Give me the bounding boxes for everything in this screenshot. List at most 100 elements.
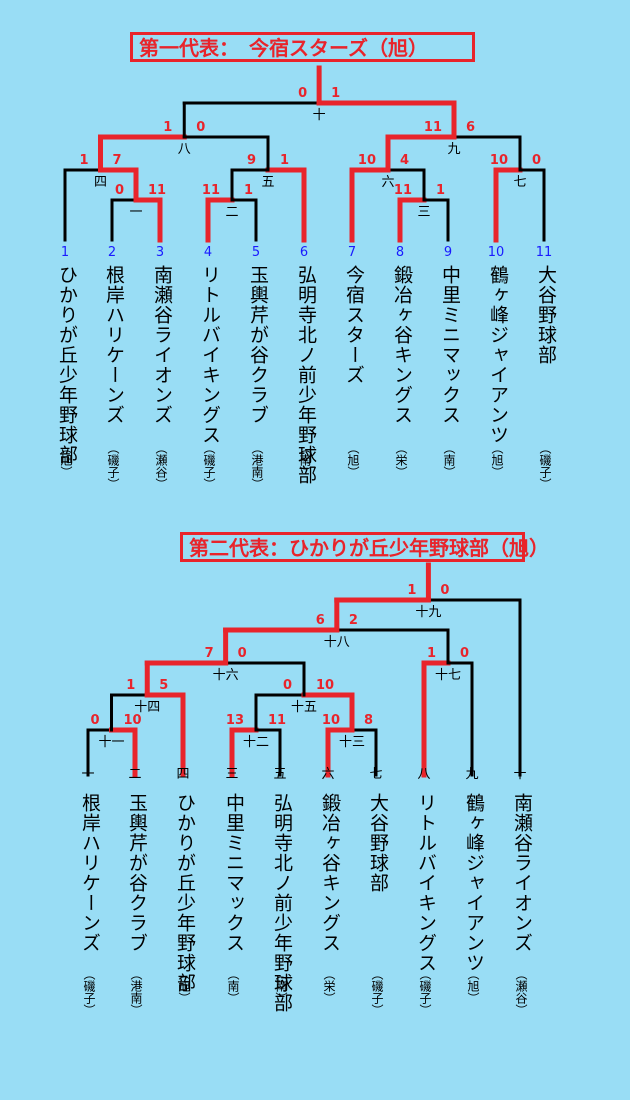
b1-score-6-left: 10 (490, 153, 508, 168)
b2-seed-5: 五 (273, 767, 286, 782)
b2-team-name-8: リトルバイキングス (415, 793, 437, 973)
b1-team-area-2: （磯子） (106, 442, 120, 490)
b2-team-name-10: 南瀬谷ライオンズ (511, 793, 533, 953)
b2-game-id-7: 十八 (324, 635, 350, 650)
b1-game-id-2: 三 (417, 205, 430, 220)
b1-score-0-left: 0 (115, 183, 124, 198)
b1-score-9-right: 1 (331, 86, 340, 101)
b2-game-id-1: 十二 (243, 735, 269, 750)
b1-score-5-right: 4 (400, 153, 409, 168)
b1-seed-2: 2 (108, 245, 116, 260)
b1-score-6-right: 0 (532, 153, 541, 168)
b1-score-1-right: 1 (244, 183, 253, 198)
b1-seed-3: 3 (156, 245, 164, 260)
b1-seed-6: 6 (300, 245, 308, 260)
b1-team-name-2: 根岸ハリケーンズ (103, 265, 125, 425)
b2-score-4-right: 10 (316, 678, 334, 693)
b1-team-area-10: （旭） (490, 442, 504, 478)
b2-seed-2: 二 (128, 767, 141, 782)
b2-seed-8: 八 (417, 767, 430, 782)
b1-game-id-8: 九 (447, 142, 460, 157)
b2-seed-3: 四 (176, 767, 189, 782)
b1-team-name-11: 大谷野球部 (535, 265, 557, 365)
b2-score-3-left: 1 (126, 678, 135, 693)
b1-game-id-7: 八 (178, 142, 191, 157)
b2-team-area-6: （栄） (322, 968, 336, 1004)
b2-team-area-10: （瀬谷） (514, 968, 528, 1016)
b1-team-name-7: 今宿スターズ (343, 265, 365, 385)
b1-team-area-7: （旭） (346, 442, 360, 478)
b2-team-area-8: （磯子） (418, 968, 432, 1016)
b2-game-id-6: 十七 (435, 668, 461, 683)
b1-game-id-5: 六 (381, 175, 394, 190)
b2-game-id-4: 十五 (291, 700, 317, 715)
b1-team-area-3: （瀬谷） (154, 442, 168, 490)
b1-team-name-1: ひかりが丘少年野球部 (56, 265, 78, 465)
b1-score-7-right: 0 (196, 120, 205, 135)
b2-game-id-2: 十三 (339, 735, 365, 750)
b1-seed-1: 1 (61, 245, 69, 260)
b2-seed-6: 六 (321, 767, 334, 782)
b1-score-2-right: 1 (436, 183, 445, 198)
b2-score-6-right: 0 (460, 646, 469, 661)
b2-team-name-4: 中里ミニマックス (223, 793, 245, 953)
b1-seed-8: 8 (396, 245, 404, 260)
b2-score-0-right: 10 (124, 713, 142, 728)
b1-game-id-3: 四 (94, 175, 107, 190)
b1-score-3-left: 1 (79, 153, 88, 168)
b2-score-8-right: 0 (440, 583, 449, 598)
b2-score-6-left: 1 (427, 646, 436, 661)
b2-team-name-6: 鍛冶ヶ谷キングス (319, 793, 341, 953)
b2-team-area-7: （磯子） (370, 968, 384, 1016)
b1-team-name-9: 中里ミニマックス (439, 265, 461, 425)
b1-score-4-left: 9 (247, 153, 256, 168)
b1-team-area-1: （旭） (59, 442, 73, 478)
b2-game-id-5: 十六 (213, 668, 239, 683)
b2-seed-1: 一 (81, 767, 94, 782)
b1-score-5-left: 10 (358, 153, 376, 168)
bracket2-title: 第二代表：ひかりが丘少年野球部（旭） (180, 532, 549, 562)
b2-team-area-3: （旭） (177, 968, 191, 1004)
b2-team-area-2: （港南） (129, 968, 143, 1016)
b1-seed-11: 11 (536, 245, 553, 260)
b1-team-name-5: 玉輿芹が谷クラブ (247, 265, 269, 425)
b1-score-0-right: 11 (148, 183, 166, 198)
b2-team-area-4: （南） (226, 968, 240, 1004)
b1-seed-9: 9 (444, 245, 452, 260)
b2-score-4-left: 0 (283, 678, 292, 693)
b2-score-5-right: 0 (238, 646, 247, 661)
b2-game-id-0: 十一 (98, 735, 124, 750)
b2-seed-7: 七 (369, 767, 382, 782)
b1-game-id-6: 七 (513, 175, 526, 190)
b1-team-area-6: （南） (298, 442, 312, 478)
b1-team-area-4: （磯子） (202, 442, 216, 490)
b1-score-8-left: 11 (424, 120, 442, 135)
b2-team-name-1: 根岸ハリケーンズ (79, 793, 101, 953)
b2-team-area-9: （旭） (466, 968, 480, 1004)
b2-score-5-left: 7 (205, 646, 214, 661)
b2-team-name-7: 大谷野球部 (367, 793, 389, 893)
b2-seed-4: 三 (225, 767, 238, 782)
b2-team-name-5: 弘明寺北ノ前少年野球部 (271, 793, 293, 1013)
b2-team-area-1: （磯子） (82, 968, 96, 1016)
b1-score-9-left: 0 (298, 86, 307, 101)
b2-score-7-left: 6 (316, 613, 325, 628)
b2-game-id-3: 十四 (134, 700, 160, 715)
b2-score-1-left: 13 (226, 713, 244, 728)
b1-team-name-8: 鍛冶ヶ谷キングス (391, 265, 413, 425)
b1-team-area-11: （磯子） (538, 442, 552, 490)
b2-score-7-right: 2 (349, 613, 358, 628)
b1-team-area-9: （南） (442, 442, 456, 478)
b1-score-1-left: 11 (202, 183, 220, 198)
b1-game-id-4: 五 (261, 175, 274, 190)
b2-team-name-9: 鶴ヶ峰ジャイアンツ (463, 793, 485, 973)
b2-seed-10: 十 (513, 767, 526, 782)
b1-team-name-4: リトルバイキングス (199, 265, 221, 445)
b2-score-8-left: 1 (407, 583, 416, 598)
b1-game-id-1: 二 (225, 205, 238, 220)
b1-score-8-right: 6 (466, 120, 475, 135)
b1-seed-7: 7 (348, 245, 356, 260)
b1-game-id-0: 一 (129, 205, 142, 220)
